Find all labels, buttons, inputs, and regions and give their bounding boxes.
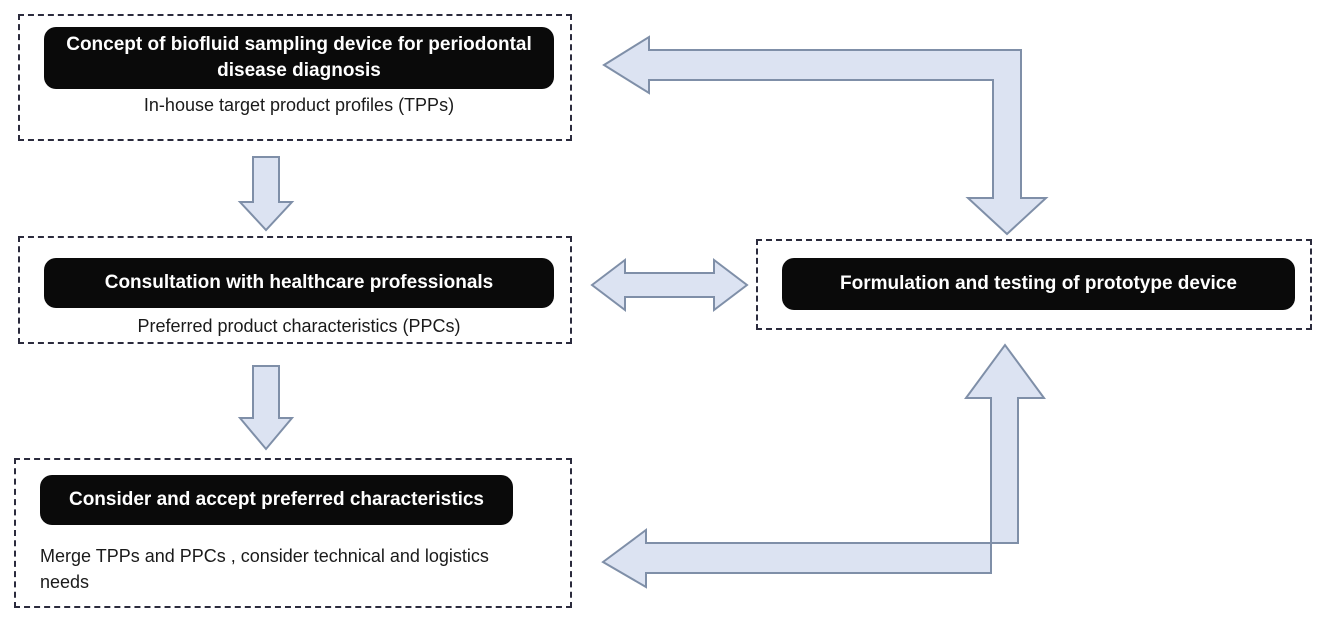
arrow-formulation-to-concept [602, 35, 1049, 236]
arrow-concept-to-consultation [237, 156, 295, 232]
node-consultation-caption: Preferred product characteristics (PPCs) [137, 316, 461, 336]
node-concept-caption: In-house target product profiles (TPPs) [143, 95, 455, 115]
node-consultation-heading: Consultation with healthcare professiona… [44, 258, 554, 308]
arrow-consider-to-formulation [601, 343, 1046, 589]
node-consider-caption: Merge TPPs and PPCs , consider technical… [40, 546, 489, 592]
arrow-consultation-to-consider [237, 365, 295, 451]
node-concept-heading: Concept of biofluid sampling device for … [44, 27, 554, 89]
node-consider-heading: Consider and accept preferred characteri… [40, 475, 513, 525]
arrow-consultation-formulation-bidirectional [590, 257, 749, 313]
node-formulation-heading: Formulation and testing of prototype dev… [782, 258, 1295, 310]
